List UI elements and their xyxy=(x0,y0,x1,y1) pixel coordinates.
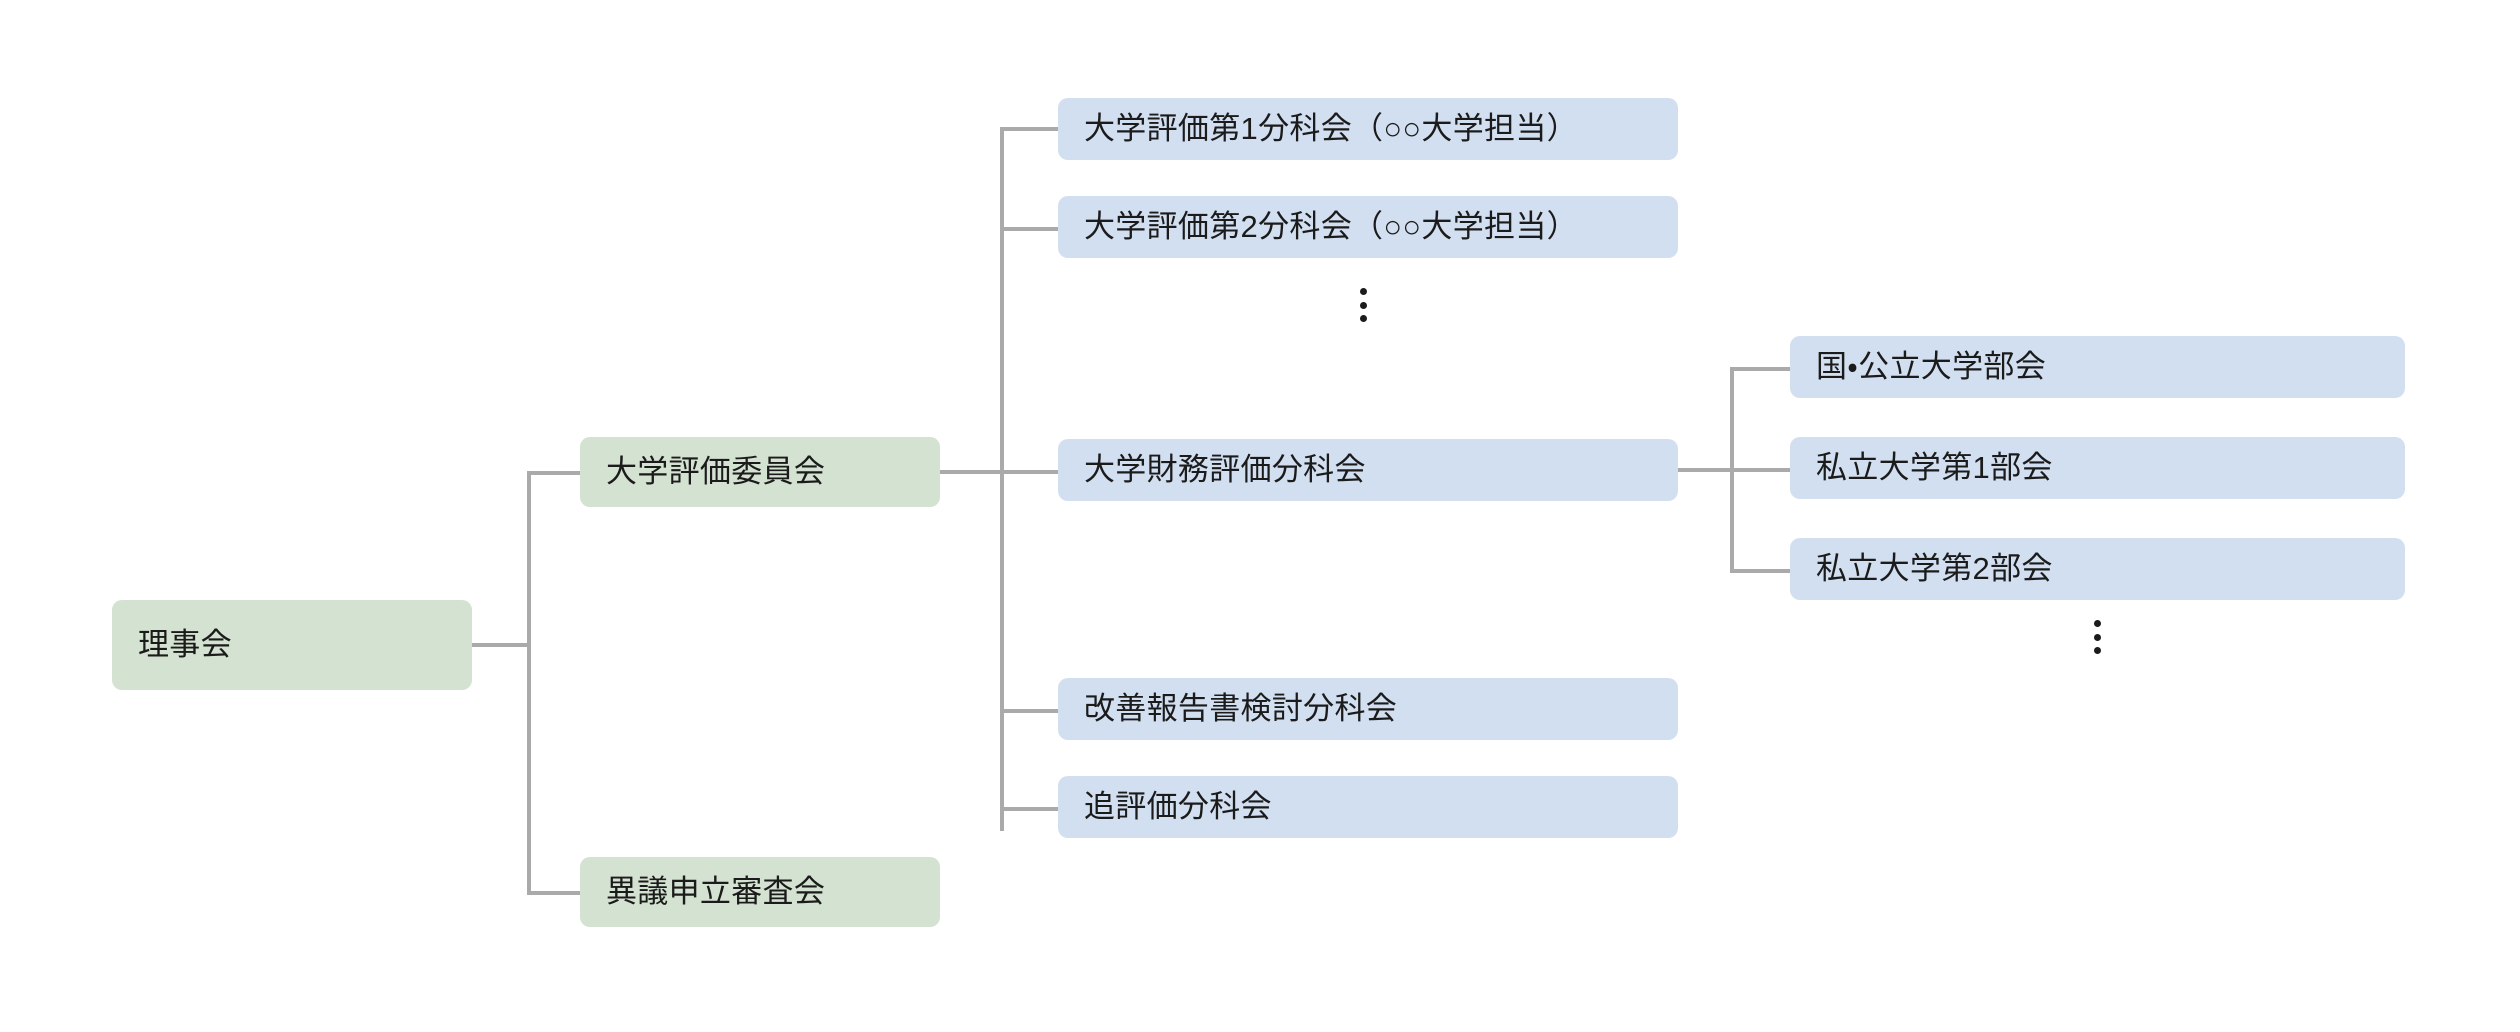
node-root-board[interactable]: 理事会 xyxy=(112,600,472,690)
connector-level4-branch-3 xyxy=(1730,569,1792,573)
node-root-board-label: 理事会 xyxy=(138,626,232,662)
node-improvement-report-review-subcommittee-label: 改善報告書検討分科会 xyxy=(1084,690,1398,726)
node-university-finance-evaluation-subcommittee[interactable]: 大学財務評価分科会 xyxy=(1058,439,1678,501)
node-university-evaluation-subcommittee-2-label: 大学評価第2分科会（○○大学担当） xyxy=(1084,208,1578,244)
ellipsis-dot xyxy=(2094,633,2101,641)
node-national-public-university-division-label: 国・公立大学部会 xyxy=(1816,348,2047,384)
ellipsis-dot xyxy=(1360,315,1367,322)
connector-root-stub xyxy=(472,643,529,647)
node-university-evaluation-subcommittee-2[interactable]: 大学評価第2分科会（○○大学担当） xyxy=(1058,196,1678,258)
node-follow-up-evaluation-subcommittee-label: 追評価分科会 xyxy=(1084,788,1272,824)
connector-level3-branch-2 xyxy=(1000,227,1060,231)
node-private-university-division-1-label: 私立大学第1部会 xyxy=(1816,449,2053,485)
connector-finance-stub xyxy=(1678,468,1734,472)
node-national-public-university-division[interactable]: 国・公立大学部会 xyxy=(1790,336,2405,398)
ellipsis-dot xyxy=(1360,301,1367,309)
connector-level4-branch-2 xyxy=(1730,468,1792,472)
connector-level3-branch-5 xyxy=(1000,807,1060,811)
node-improvement-report-review-subcommittee[interactable]: 改善報告書検討分科会 xyxy=(1058,678,1678,740)
connector-level2-branch-1 xyxy=(527,471,582,475)
node-university-finance-evaluation-subcommittee-label: 大学財務評価分科会 xyxy=(1084,451,1366,487)
connector-level2-spine xyxy=(527,473,531,895)
connector-level3-spine xyxy=(1000,129,1004,831)
node-objection-review-board-label: 異議申立審査会 xyxy=(606,873,826,909)
connector-level3-branch-1 xyxy=(1000,127,1060,131)
node-university-evaluation-committee-label: 大学評価委員会 xyxy=(606,453,826,489)
node-university-evaluation-subcommittee-1-label: 大学評価第1分科会（○○大学担当） xyxy=(1084,110,1578,146)
connector-committee-stub xyxy=(940,470,1002,474)
node-university-evaluation-subcommittee-1[interactable]: 大学評価第1分科会（○○大学担当） xyxy=(1058,98,1678,160)
ellipsis-dot xyxy=(1360,288,1367,295)
node-university-evaluation-committee[interactable]: 大学評価委員会 xyxy=(580,437,940,507)
ellipsis-dot xyxy=(2094,620,2101,627)
node-private-university-division-2[interactable]: 私立大学第2部会 xyxy=(1790,538,2405,600)
connector-level3-branch-4 xyxy=(1000,709,1060,713)
ellipsis-level3-continuation xyxy=(1360,288,1367,322)
ellipsis-level4-continuation xyxy=(2094,620,2101,654)
connector-level2-branch-2 xyxy=(527,891,582,895)
node-follow-up-evaluation-subcommittee[interactable]: 追評価分科会 xyxy=(1058,776,1678,838)
connector-level4-branch-1 xyxy=(1730,367,1792,371)
connector-level3-branch-3 xyxy=(1000,470,1060,474)
node-private-university-division-2-label: 私立大学第2部会 xyxy=(1816,550,2053,586)
node-private-university-division-1[interactable]: 私立大学第1部会 xyxy=(1790,437,2405,499)
ellipsis-dot xyxy=(2094,647,2101,654)
node-objection-review-board[interactable]: 異議申立審査会 xyxy=(580,857,940,927)
